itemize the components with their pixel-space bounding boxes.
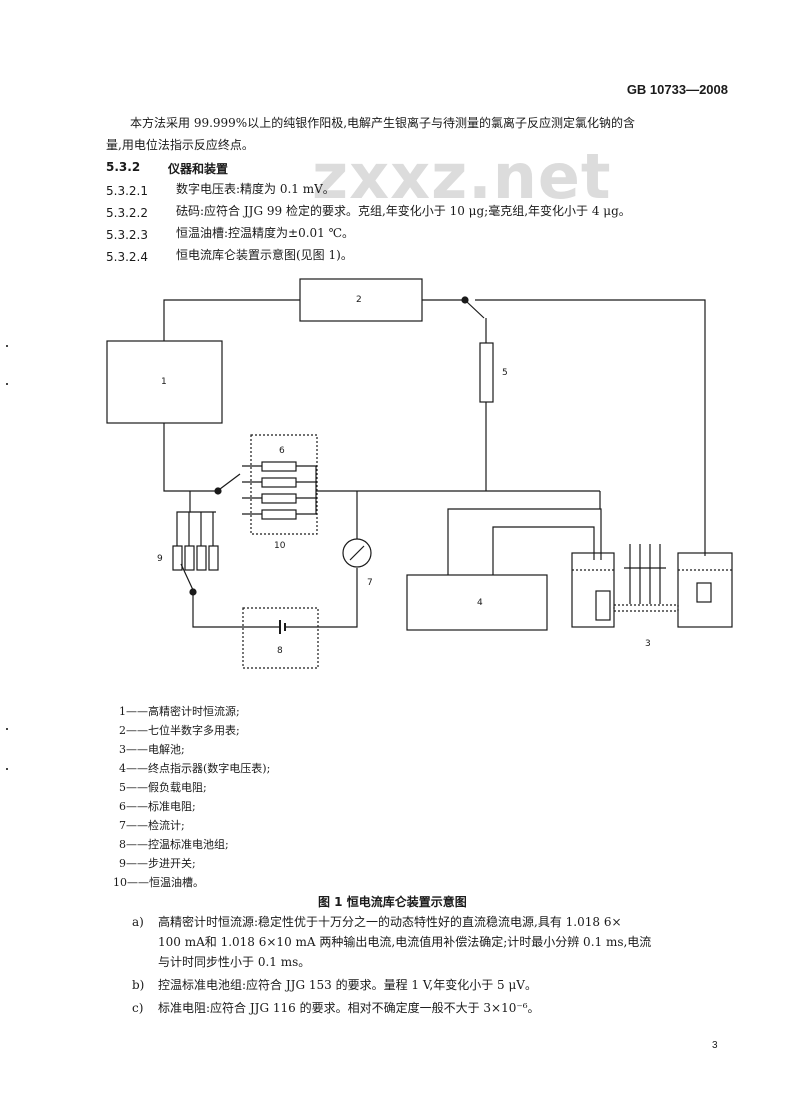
- item-text: 数字电压表:精度为 0.1 mV。: [176, 182, 335, 196]
- switch-blade: [466, 301, 485, 319]
- label-standard-resistor: 6: [279, 446, 285, 456]
- margin-speck: [6, 383, 8, 385]
- legend-item: 4——终点指示器(数字电压表);: [119, 762, 271, 775]
- label-endpoint-indicator: 4: [477, 598, 483, 608]
- section-number: 5.3.2: [106, 160, 141, 174]
- label-standard-cell: 8: [277, 646, 283, 656]
- wire: [492, 526, 595, 575]
- item-number: 5.3.2.1: [106, 184, 148, 198]
- oil-bath-box: [250, 434, 318, 535]
- standard-resistor: [261, 461, 297, 472]
- wire: [192, 592, 243, 628]
- circuit-diagram: 2 1 5 6 10 9 7 4 8 3: [106, 278, 733, 669]
- page-number: 3: [712, 1040, 718, 1051]
- label-dummy-load: 5: [502, 368, 508, 378]
- watermark: zxxz.net: [312, 140, 612, 213]
- label-oil-bath: 10: [274, 541, 286, 551]
- list-marker: a): [132, 915, 144, 929]
- item-text: 砝码:应符合 JJG 99 检定的要求。克组,年变化小于 10 μg;毫克组,年…: [176, 204, 631, 218]
- margin-speck: [6, 768, 8, 770]
- cell-electrode: [595, 590, 611, 621]
- wire: [163, 423, 215, 492]
- item-number: 5.3.2.4: [106, 250, 148, 264]
- item-text: 恒电流库仑装置示意图(见图 1)。: [176, 248, 353, 262]
- figure-caption: 图 1 恒电流库仑装置示意图: [318, 895, 467, 909]
- wire: [447, 508, 602, 575]
- label-current-source: 1: [161, 377, 167, 387]
- standard-resistor: [261, 509, 297, 520]
- intro-line-1: 本方法采用 99.999%以上的纯银作阳极,电解产生银离子与待测量的氯离子反应测…: [130, 116, 636, 130]
- label-electrolytic-cell: 3: [645, 639, 651, 649]
- label-multimeter: 2: [356, 295, 362, 305]
- item-text: 恒温油槽:控温精度为±0.01 ℃。: [176, 226, 355, 240]
- item-number: 5.3.2.3: [106, 228, 148, 242]
- legend-item: 7——检流计;: [119, 819, 185, 832]
- legend-item: 2——七位半数字多用表;: [119, 724, 240, 737]
- wire: [176, 491, 191, 546]
- section-title: 仪器和装置: [168, 162, 229, 176]
- standard-resistor: [261, 493, 297, 504]
- list-text: 控温标准电池组:应符合 JJG 153 的要求。量程 1 V,年变化小于 5 μ…: [158, 978, 537, 992]
- margin-speck: [6, 345, 8, 347]
- stepper-resistor: [196, 545, 207, 571]
- stepper-resistor: [184, 545, 195, 571]
- legend-item: 8——控温标准电池组;: [119, 838, 229, 851]
- switch-blade: [219, 473, 241, 490]
- wire: [296, 465, 317, 515]
- stepper-arrow: [180, 563, 194, 591]
- list-marker: b): [132, 978, 145, 992]
- dummy-load-resistor: [479, 342, 494, 403]
- cell-electrode: [696, 582, 712, 603]
- stepper-resistor: [208, 545, 219, 571]
- list-marker: c): [132, 1001, 144, 1015]
- endpoint-indicator-box: [406, 574, 548, 631]
- salt-bridge: [613, 604, 679, 612]
- cell-vessel: [677, 552, 733, 628]
- item-number: 5.3.2.2: [106, 206, 148, 220]
- wire: [475, 299, 706, 556]
- standard-resistor: [261, 477, 297, 488]
- intro-line-2: 量,用电位法指示反应终点。: [106, 138, 254, 152]
- legend-item: 6——标准电阻;: [119, 800, 196, 813]
- margin-speck: [6, 728, 8, 730]
- list-text: 高精密计时恒流源:稳定性优于十万分之一的动态特性好的直流稳流电源,具有 1.01…: [158, 915, 622, 929]
- label-stepper-switch: 9: [157, 554, 163, 564]
- legend-item: 3——电解池;: [119, 743, 185, 756]
- switch-pivot: [461, 296, 469, 304]
- galvanometer-needle: [349, 545, 365, 561]
- legend-item: 9——步进开关;: [119, 857, 196, 870]
- legend-item: 1——高精密计时恒流源;: [119, 705, 240, 718]
- list-text: 与计时同步性小于 0.1 ms。: [158, 955, 311, 969]
- standard-number: GB 10733—2008: [626, 82, 728, 97]
- legend-item: 5——假负载电阻;: [119, 781, 207, 794]
- list-text: 标准电阻:应符合 JJG 116 的要求。相对不确定度一般不大于 3×10⁻⁶。: [158, 1001, 540, 1015]
- wire: [285, 568, 358, 628]
- legend-item: 10——恒温油槽。: [113, 876, 204, 889]
- wire: [163, 299, 300, 341]
- switch-pivot: [214, 487, 222, 495]
- list-text: 100 mA和 1.018 6×10 mA 两种输出电流,电流值用补偿法确定;计…: [158, 935, 652, 949]
- stepper-resistor: [172, 545, 183, 571]
- cell-vessel: [571, 552, 615, 628]
- standard-cell-box: [242, 607, 319, 669]
- label-galvanometer: 7: [367, 578, 373, 588]
